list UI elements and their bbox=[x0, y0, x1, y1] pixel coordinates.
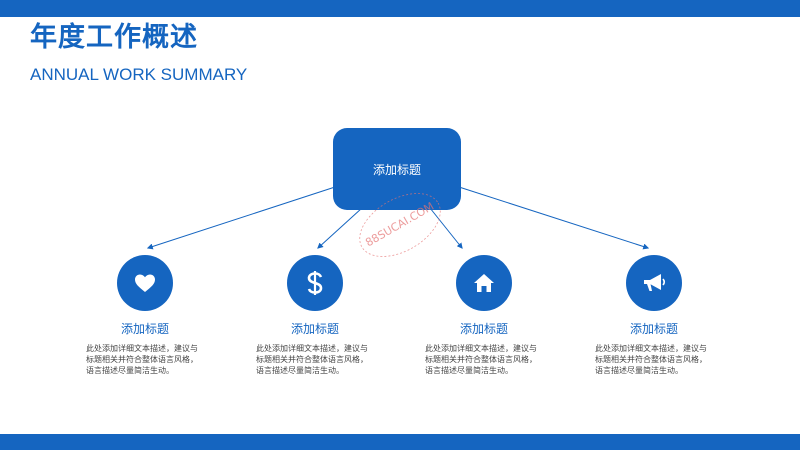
feature-item-1: 添加标题 此处添加详细文本描述，建议与标题相关并符合整体语言风格，语言描述尽量简… bbox=[80, 255, 210, 376]
page-title: 年度工作概述 bbox=[30, 22, 198, 53]
connector-2 bbox=[317, 207, 363, 249]
bottom-bar bbox=[0, 434, 800, 450]
central-title: 添加标题 bbox=[372, 162, 421, 177]
feature-icon-circle bbox=[287, 255, 343, 311]
feature-icon-circle bbox=[117, 255, 173, 311]
feature-item-4: 添加标题 此处添加详细文本描述，建议与标题相关并符合整体语言风格，语言描述尽量简… bbox=[589, 255, 719, 376]
feature-item-3: 添加标题 此处添加详细文本描述，建议与标题相关并符合整体语言风格，语言描述尽量简… bbox=[419, 255, 549, 376]
connector-3 bbox=[429, 207, 463, 249]
feature-title: 添加标题 bbox=[290, 322, 339, 336]
top-bar bbox=[0, 0, 800, 17]
feature-description: 此处添加详细文本描述，建议与标题相关并符合整体语言风格，语言描述尽量简洁生动。 bbox=[256, 344, 368, 375]
feature-icon-circle bbox=[456, 255, 512, 311]
feature-item-2: 添加标题 此处添加详细文本描述，建议与标题相关并符合整体语言风格，语言描述尽量简… bbox=[250, 255, 380, 376]
feature-title: 添加标题 bbox=[459, 322, 508, 336]
central-title-box: 添加标题 bbox=[333, 128, 461, 210]
feature-description: 此处添加详细文本描述，建议与标题相关并符合整体语言风格，语言描述尽量简洁生动。 bbox=[86, 344, 198, 375]
megaphone-icon bbox=[644, 274, 666, 291]
feature-title: 添加标题 bbox=[629, 322, 678, 336]
connector-1 bbox=[146, 186, 336, 250]
connector-4 bbox=[458, 186, 650, 250]
heart-icon bbox=[135, 274, 155, 292]
feature-description: 此处添加详细文本描述，建议与标题相关并符合整体语言风格，语言描述尽量简洁生动。 bbox=[595, 344, 707, 375]
page-subtitle: ANNUAL WORK SUMMARY bbox=[30, 65, 248, 84]
feature-icon-circle bbox=[626, 255, 682, 311]
home-icon bbox=[474, 274, 494, 292]
feature-title: 添加标题 bbox=[120, 322, 169, 336]
dollar-icon bbox=[307, 271, 323, 295]
feature-description: 此处添加详细文本描述，建议与标题相关并符合整体语言风格，语言描述尽量简洁生动。 bbox=[425, 344, 537, 375]
